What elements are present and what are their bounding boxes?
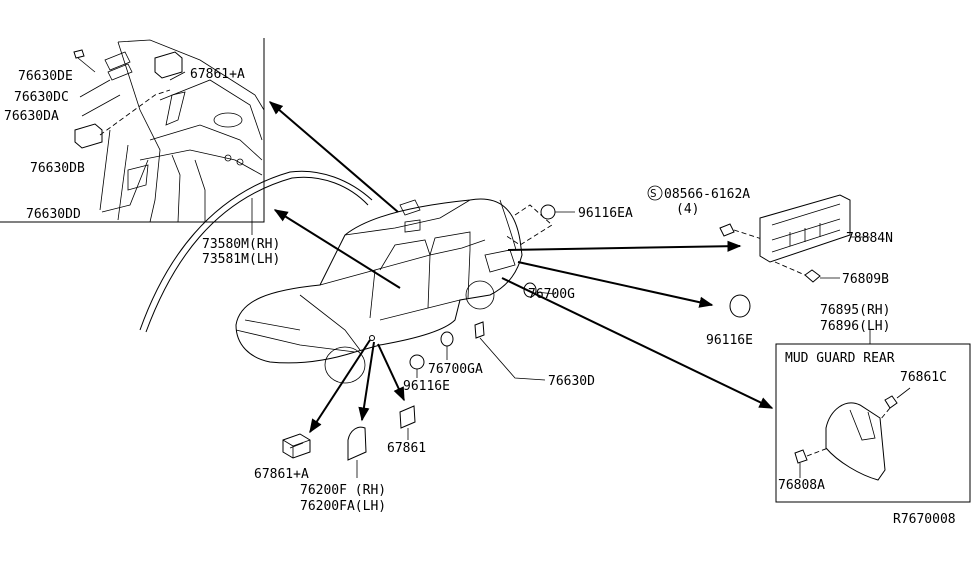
label-96116e-right: 96116E	[706, 333, 753, 348]
label-diagram-code: R7670008	[893, 512, 956, 527]
label-guard-lh: 76200FA(LH)	[300, 499, 386, 514]
label-76630d: 76630D	[548, 374, 595, 389]
splash-guard-76200f	[347, 426, 367, 478]
plug-96116e-right	[729, 294, 751, 318]
grommet-67861a-part	[154, 51, 183, 79]
mud-guard-box	[775, 330, 971, 503]
label-76630dc: 76630DC	[14, 90, 69, 105]
label-76861c: 76861C	[900, 370, 947, 385]
pointer-arrows	[268, 101, 774, 434]
grommet-67861a-bottom	[282, 433, 311, 459]
label-guard-rh: 76200F (RH)	[300, 483, 386, 498]
grille-78884n	[759, 194, 870, 263]
label-76700ga: 76700GA	[428, 362, 483, 377]
seal-76630d	[474, 321, 546, 381]
label-76630db: 76630DB	[30, 161, 85, 176]
label-67861a-inset: 67861+A	[190, 67, 245, 82]
label-67861: 67861	[387, 441, 426, 456]
label-76809b: 76809B	[842, 272, 889, 287]
inset-panel	[0, 38, 265, 223]
label-screw-qty: (4)	[676, 202, 699, 217]
label-96116ea: 96116EA	[578, 206, 633, 221]
label-mud-title: MUD GUARD REAR	[785, 351, 895, 366]
label-moulding-rh: 73580M(RH)	[202, 237, 280, 252]
label-76808a: 76808A	[778, 478, 825, 493]
label-96116e-mid: 96116E	[403, 379, 450, 394]
plug-96116e-mid	[409, 354, 425, 378]
seal-76630db-part	[74, 123, 103, 149]
label-76700g: 76700G	[528, 287, 575, 302]
drip-moulding	[139, 170, 373, 333]
clip-76809b	[774, 261, 840, 283]
label-screw-code: 08566-6162A	[664, 187, 750, 202]
label-76630de: 76630DE	[18, 69, 73, 84]
label-78884n: 78884N	[846, 231, 893, 246]
plug-76700ga	[440, 331, 454, 360]
label-67861a-bottom: 67861+A	[254, 467, 309, 482]
seal-76630de-part	[73, 49, 85, 59]
label-mud-lh: 76896(LH)	[820, 319, 890, 334]
label-mud-rh: 76895(RH)	[820, 303, 890, 318]
car-body	[235, 198, 523, 384]
label-moulding-lh: 73581M(LH)	[202, 252, 280, 267]
svg-text:S: S	[650, 187, 657, 200]
label-76630dd: 76630DD	[26, 207, 81, 222]
plug-96116ea	[504, 204, 575, 246]
label-76630da: 76630DA	[4, 109, 59, 124]
part-67861	[399, 405, 416, 440]
